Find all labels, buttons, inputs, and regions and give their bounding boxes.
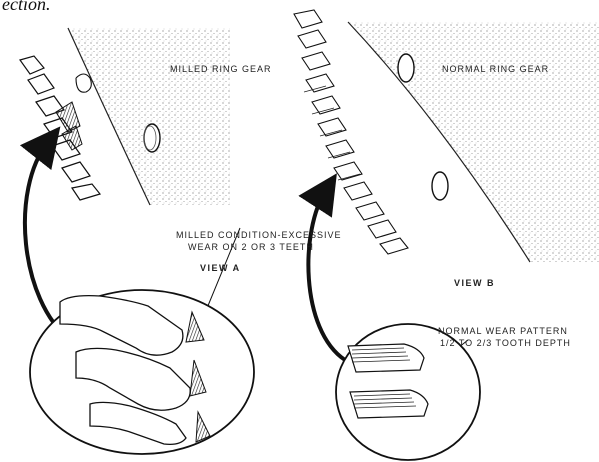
view-b-caption: VIEW B (454, 278, 495, 289)
normal-ring-gear-label: NORMAL RING GEAR (442, 64, 549, 75)
view-b-gear (294, 10, 599, 262)
view-a-caption: VIEW A (200, 263, 241, 274)
milled-ring-gear-label: MILLED RING GEAR (170, 64, 272, 75)
view-a-callout-line1: MILLED CONDITION-EXCESSIVE (176, 230, 342, 241)
view-b-callout-line1: NORMAL WEAR PATTERN (438, 326, 568, 337)
view-a-detail (30, 290, 254, 454)
view-a-callout-line2: WEAR ON 2 OR 3 TEETH (188, 242, 314, 253)
view-b-callout-line2: 1/2 TO 2/3 TOOTH DEPTH (440, 338, 571, 349)
view-b-arrow (308, 190, 345, 360)
view-a-gear (20, 28, 230, 205)
